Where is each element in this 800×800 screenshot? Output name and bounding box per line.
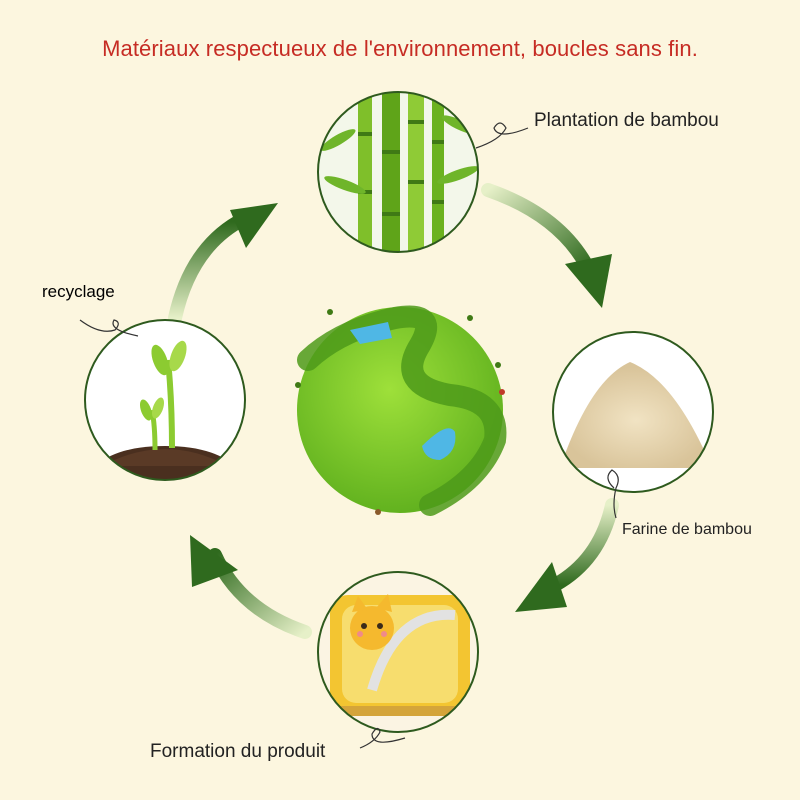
label-recycling: recyclage: [42, 282, 115, 301]
arrow-recycling-to-plantation: [168, 203, 278, 325]
arrow-formation-to-recycling: [190, 535, 312, 639]
green-planet-icon: [295, 305, 507, 516]
label-formation: Formation du produit: [150, 741, 326, 762]
bamboo-icon: [317, 91, 479, 253]
label-flour: Farine de bambou: [622, 521, 752, 538]
connector-plantation: [475, 122, 529, 149]
connector-recycling: [79, 319, 139, 337]
connector-formation: [359, 727, 406, 749]
cat-plate-icon: [317, 571, 479, 733]
sprout-icon: [84, 319, 246, 481]
flour-pile-icon: [552, 331, 714, 493]
page-title: Matériaux respectueux de l'environnement…: [102, 36, 698, 61]
arrow-flour-to-formation: [515, 498, 619, 612]
arrow-plantation-to-flour: [481, 183, 612, 308]
connector-flour: [607, 469, 619, 519]
label-plantation: Plantation de bambou: [534, 110, 719, 131]
